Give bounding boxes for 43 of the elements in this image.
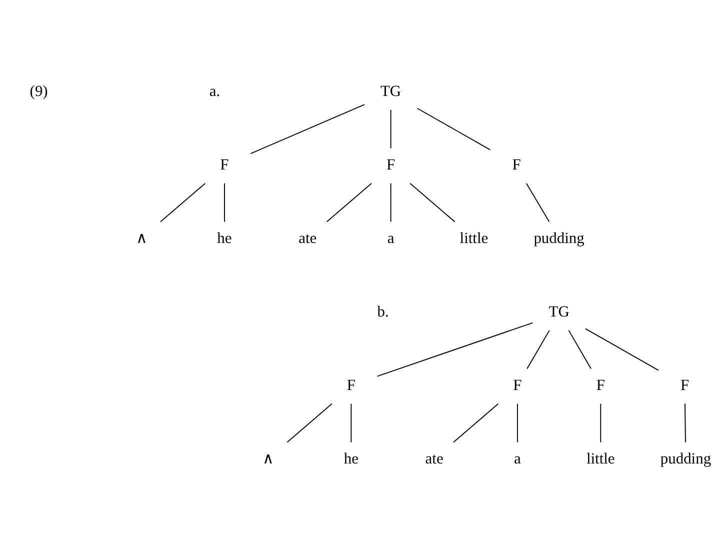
connector <box>584 328 659 370</box>
node-text: he <box>344 450 358 467</box>
node-text: F <box>512 156 521 173</box>
node-text: F <box>346 376 356 394</box>
connector <box>326 182 372 222</box>
label: b. <box>377 302 389 320</box>
connector <box>453 402 499 442</box>
node-text: F <box>680 376 690 394</box>
connector <box>684 402 686 442</box>
label: (9) <box>30 82 48 100</box>
node-text: F <box>386 156 396 173</box>
connector <box>286 402 332 442</box>
node-text: little <box>460 229 488 246</box>
node-text: he <box>217 229 232 246</box>
node-text: F <box>596 376 605 394</box>
connector <box>390 182 392 222</box>
node-text: a <box>514 450 521 467</box>
connector <box>568 329 592 369</box>
connector <box>526 329 550 369</box>
connector <box>376 322 534 376</box>
connector <box>350 402 352 442</box>
connector <box>250 104 365 154</box>
label: a. <box>209 82 220 100</box>
node-text: ∧ <box>136 229 147 246</box>
node-text: little <box>586 450 615 467</box>
connector <box>526 182 550 222</box>
connector <box>390 108 392 148</box>
node-text: TG <box>548 302 570 320</box>
node-text: a <box>387 229 394 246</box>
connector <box>416 107 491 150</box>
node-text: ate <box>425 450 444 467</box>
connector <box>224 182 225 222</box>
node-text: TG <box>380 82 402 100</box>
node-text: F <box>513 376 522 394</box>
node-text: ∧ <box>262 450 274 467</box>
node-text: pudding <box>534 229 584 246</box>
connector <box>160 182 206 222</box>
node-text: ate <box>298 229 317 246</box>
node-text: pudding <box>660 450 712 467</box>
node-text: F <box>220 156 229 173</box>
connector <box>600 402 602 442</box>
connector <box>410 182 456 222</box>
connector <box>517 402 518 442</box>
